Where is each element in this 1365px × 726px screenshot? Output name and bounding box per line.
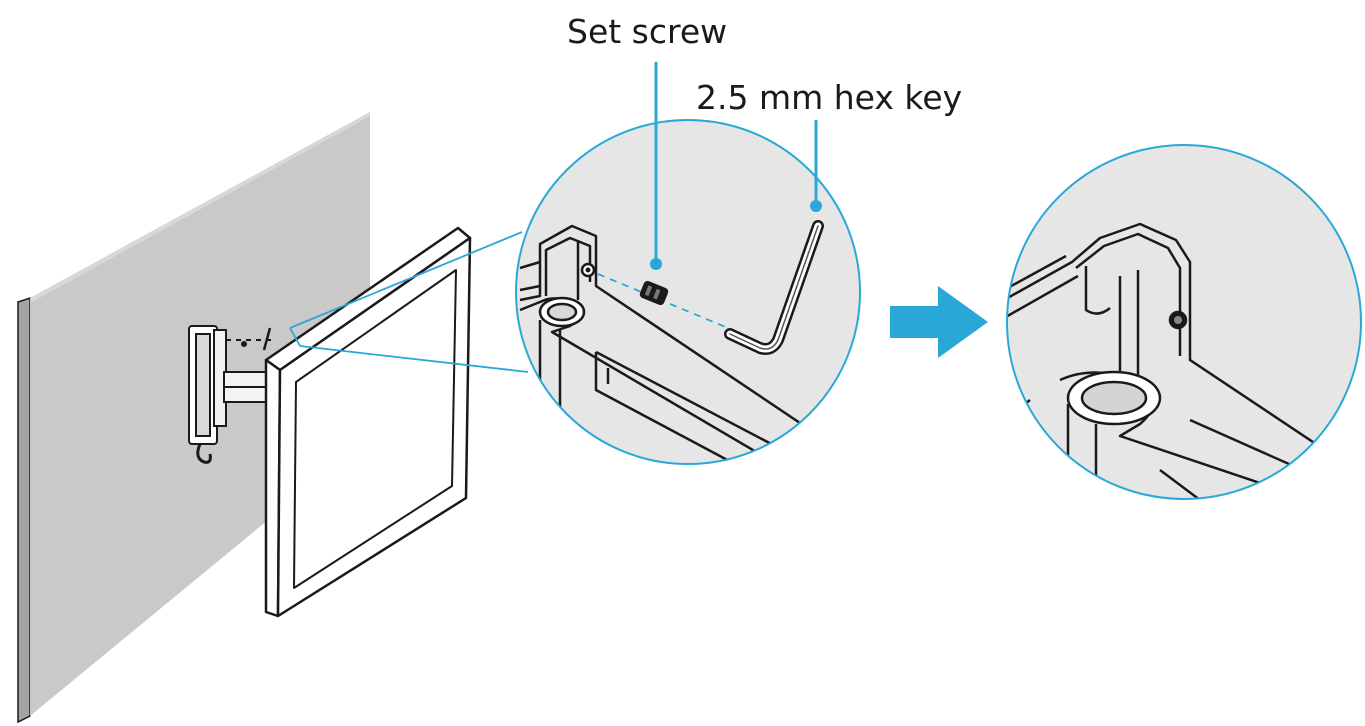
- set-screw-label: Set screw: [567, 12, 727, 51]
- set-screw-icon: [597, 273, 729, 329]
- hex-key-label: 2.5 mm hex key: [696, 78, 962, 117]
- set-screw-position-small: [226, 327, 272, 351]
- right-arrow-icon: [890, 286, 988, 358]
- hex-key-icon: [724, 220, 824, 355]
- wall-mount-bracket: [188, 325, 267, 464]
- monitor: [264, 226, 472, 618]
- magnification-callout: [289, 231, 529, 373]
- detail-view-after: [1006, 144, 1362, 500]
- detail-view-before: [515, 119, 861, 465]
- label-leaders: [650, 62, 822, 270]
